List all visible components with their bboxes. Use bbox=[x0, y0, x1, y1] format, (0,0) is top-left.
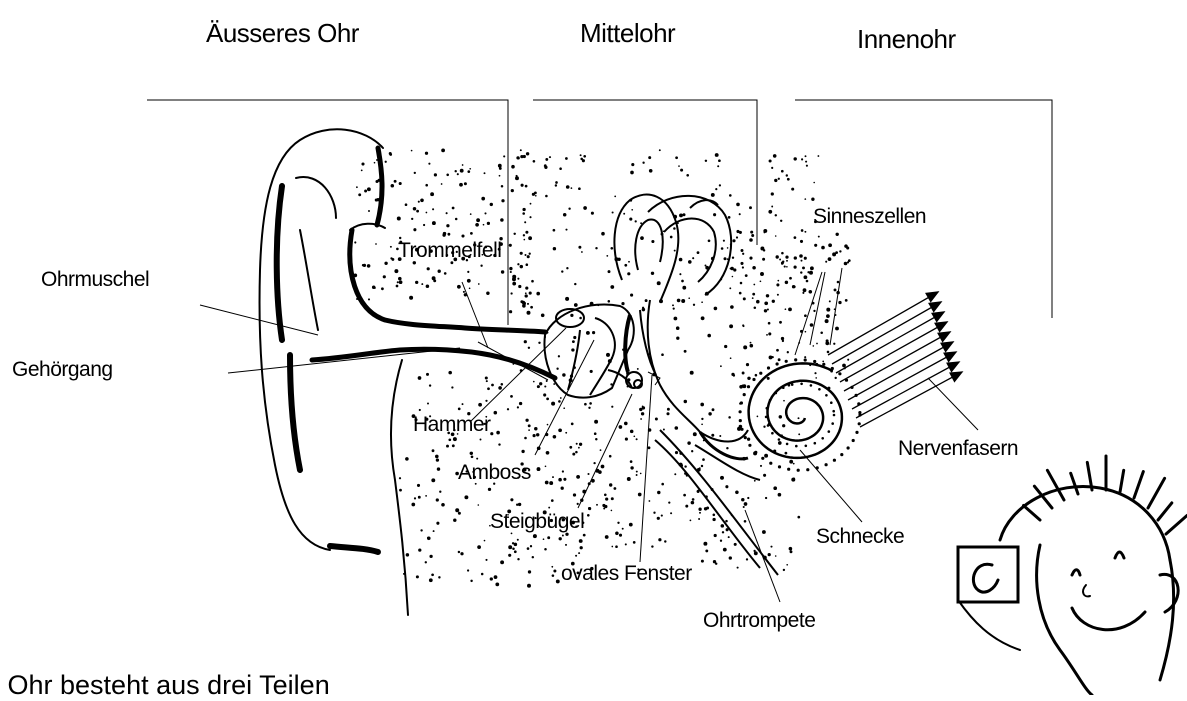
tissue-stipple bbox=[353, 149, 850, 588]
leader-nervenfasern bbox=[928, 378, 978, 430]
label-amboss: Amboss bbox=[458, 461, 531, 485]
label-ohrmuschel: Ohrmuschel bbox=[41, 268, 149, 292]
leader-sinneszellen-3 bbox=[830, 268, 842, 345]
section-label-inner-ear: Innenohr bbox=[857, 24, 956, 55]
label-sinneszellen: Sinneszellen bbox=[813, 205, 926, 229]
bracket-middle-ear bbox=[533, 100, 757, 245]
label-trommelfell: Trommelfell bbox=[398, 239, 501, 263]
section-label-outer-ear: Äusseres Ohr bbox=[206, 18, 359, 49]
label-ovales-fenster: ovales Fenster bbox=[561, 562, 692, 586]
semicircular-canals bbox=[614, 195, 778, 575]
leader-sinneszellen-1 bbox=[795, 272, 822, 355]
caption-text: Das Ohr besteht aus drei Teilen bbox=[0, 670, 330, 701]
ossicles bbox=[544, 304, 642, 397]
leader-hammer bbox=[478, 342, 548, 380]
section-label-middle-ear: Mittelohr bbox=[580, 18, 675, 49]
mascot-boy-icon bbox=[958, 456, 1187, 695]
label-nervenfasern: Nervenfasern bbox=[898, 437, 1018, 461]
leader-steigbuegel bbox=[578, 394, 632, 508]
label-gehoergang: Gehörgang bbox=[12, 358, 113, 382]
outer-ear-pinna bbox=[260, 129, 555, 615]
label-hammer: Hammer bbox=[413, 413, 491, 437]
leader-ovales-fenster bbox=[640, 375, 652, 562]
label-ohrtrompete: Ohrtrompete bbox=[703, 609, 815, 633]
label-steigbuegel: Steigbügel bbox=[490, 510, 584, 534]
leader-trommelfell bbox=[462, 282, 488, 348]
label-schnecke: Schnecke bbox=[816, 525, 904, 549]
bracket-outer-ear bbox=[147, 100, 508, 325]
leader-schnecke bbox=[800, 450, 862, 522]
leader-gehoergang bbox=[228, 348, 460, 373]
leader-sinneszellen-2 bbox=[810, 272, 825, 345]
